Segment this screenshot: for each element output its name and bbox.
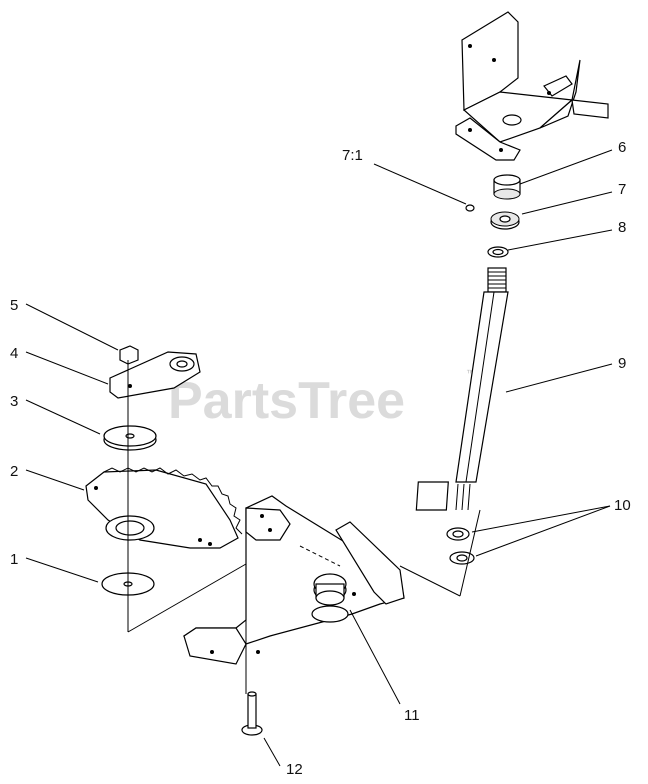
callout-10: 10 (614, 497, 631, 514)
callout-8: 8 (618, 219, 626, 236)
spacer-part-3 (103, 425, 157, 451)
washer-part-10 (446, 527, 475, 565)
set-screw-part-7-1 (465, 204, 475, 212)
callout-labels: 5 4 3 2 1 7:1 6 7 8 9 10 11 12 (10, 139, 631, 778)
pivot-link-part-4 (109, 351, 201, 399)
retaining-ring-part-8 (487, 246, 509, 258)
bushing-part-6 (493, 174, 521, 200)
assembly-lines (127, 360, 481, 694)
leader-lines (25, 149, 613, 767)
callout-2: 2 (10, 463, 18, 480)
callout-7: 7 (618, 181, 626, 198)
callout-5: 5 (10, 297, 18, 314)
callout-12: 12 (286, 761, 303, 778)
callout-7-1: 7:1 (342, 147, 363, 164)
callout-6: 6 (618, 139, 626, 156)
callout-3: 3 (10, 393, 18, 410)
steering-mount-bracket (455, 11, 609, 161)
watermark-text: PartsTree (168, 372, 405, 430)
steering-plate-part-11 (182, 495, 405, 665)
callout-9: 9 (618, 355, 626, 372)
sector-gear-part-2 (85, 467, 243, 549)
callout-11: 11 (404, 707, 420, 724)
steering-shaft-part-9 (415, 267, 509, 511)
nut-part-5 (119, 345, 139, 365)
bolt-part-12 (241, 691, 263, 736)
callout-4: 4 (10, 345, 18, 362)
watermark-trademark: ™ (466, 368, 475, 378)
bearing-part-7 (490, 211, 520, 230)
callout-1: 1 (10, 551, 18, 568)
